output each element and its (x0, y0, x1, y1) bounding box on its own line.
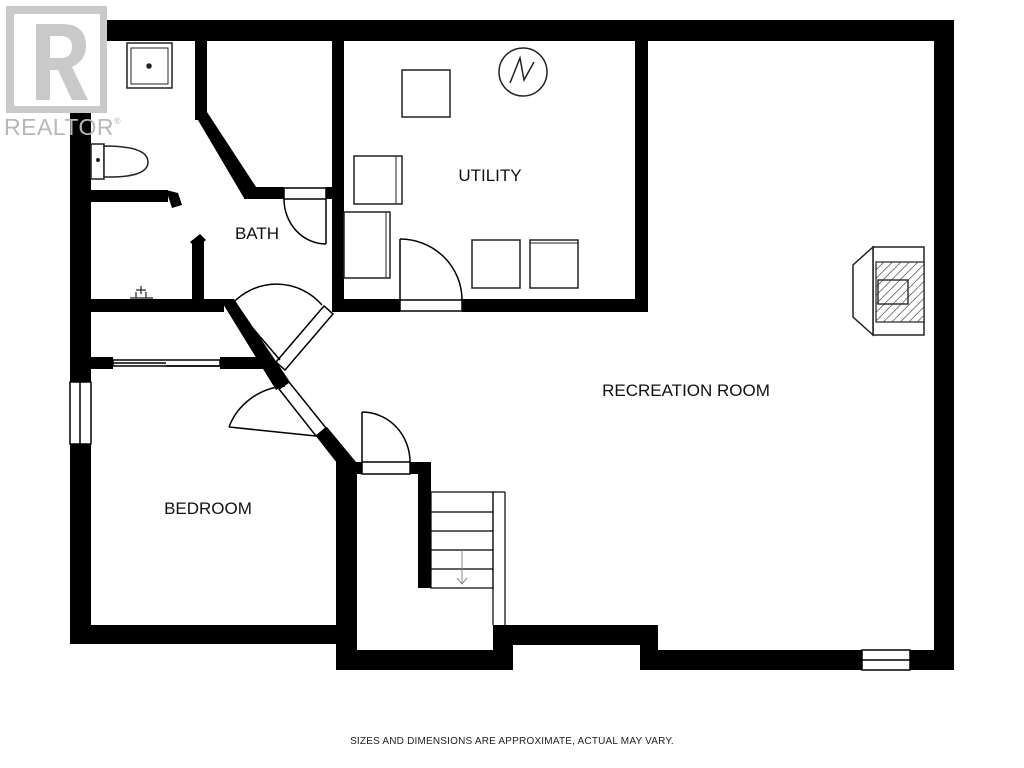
door-bath-frame (274, 304, 335, 372)
wall-bottom-rec-right (640, 650, 862, 670)
wall-bottom-rec-end (910, 650, 954, 670)
fireplace-hearth-hatch (875, 261, 925, 323)
wall-stair-left (418, 462, 431, 588)
registered-mark: ® (114, 116, 122, 126)
realtor-logo: REALTOR® (0, 0, 125, 145)
disclaimer-text: SIZES AND DIMENSIONS ARE APPROXIMATE, AC… (350, 736, 674, 747)
fixtures (90, 42, 925, 337)
wall-bath-top-closet (244, 187, 284, 199)
wall-shower-stub (192, 240, 204, 302)
utility-cabinet (343, 211, 391, 279)
room-label-recreation-room: RECREATION ROOM (602, 381, 770, 400)
doors (112, 187, 463, 475)
wall-bath-diagonal (195, 112, 258, 198)
wall-utility-left (332, 20, 344, 312)
room-label-utility: UTILITY (458, 166, 521, 185)
wall-right (934, 20, 954, 670)
wall-bedroom-top-b (220, 357, 268, 369)
wall-bath-closet-right (326, 187, 344, 199)
wall-hall-diagonal-left (220, 299, 290, 390)
wall-shower-top (91, 190, 168, 202)
room-label-bath: BATH (235, 224, 279, 243)
walls (70, 20, 954, 670)
door-closet-frame (283, 187, 327, 200)
wall-bath-vertical (195, 20, 207, 120)
door-bedroom-frame (277, 380, 328, 438)
windows (69, 381, 911, 671)
washer-icon (471, 239, 521, 289)
wall-shower-stub-tip (190, 234, 206, 248)
realtor-logo-text: REALTOR® (4, 114, 122, 140)
door-stair-frame (361, 461, 411, 475)
wall-stair-top-a (336, 462, 362, 474)
realtor-r-icon (6, 6, 107, 113)
toilet-icon (90, 143, 149, 180)
wall-utility-bottom-a (332, 299, 400, 312)
wall-utility-bottom-b (462, 299, 648, 312)
water-heater-icon (498, 47, 548, 97)
door-utility-frame (399, 299, 463, 312)
wall-bottom-stair-vestibule (336, 650, 513, 670)
utility-box-1 (401, 69, 451, 118)
wall-bottom-step-a (493, 625, 513, 670)
shower-valve-icon (130, 286, 153, 299)
utility-box-2 (353, 155, 403, 205)
dryer-icon (529, 239, 579, 289)
stairs (430, 491, 506, 625)
wall-bottom-bedroom (70, 625, 356, 644)
room-label-bedroom: BEDROOM (164, 499, 252, 518)
wall-bottom-rec-left (493, 625, 658, 645)
wall-bedroom-top-a (91, 357, 113, 369)
wall-hall-diagonal-right (315, 427, 356, 472)
wall-bath-bottom (91, 299, 224, 312)
wall-utility-right (635, 20, 648, 312)
wall-bottom-step-b (640, 625, 658, 670)
wall-top (70, 20, 954, 41)
wall-bedroom-right (336, 462, 357, 670)
wall-shower-end (166, 190, 182, 208)
wall-left-lower (70, 444, 91, 644)
